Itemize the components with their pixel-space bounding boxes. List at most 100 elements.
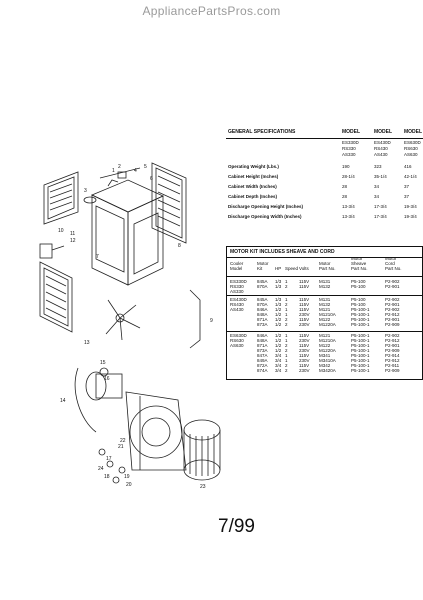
- motor-header-6-2: Part No.: [319, 266, 336, 271]
- motor-group-2-row-4-cell-4: 230V: [299, 312, 310, 317]
- motor-group-3-row-1-cell-4: 115V: [299, 333, 310, 338]
- motor-group-2-row-2-cell-2: 1/3: [275, 302, 282, 307]
- motor-group-1-row-2-cell-6: P5-100: [351, 284, 366, 289]
- motor-group-3-row-3-cell-1: 871A: [257, 343, 268, 348]
- motor-group-3-row-4-cell-3: 2: [285, 348, 288, 353]
- motor-group-3-row-2-cell-1: 848A: [257, 338, 268, 343]
- motor-group-3-row-1-cell-5: M121: [319, 333, 331, 338]
- motor-group-2-row-6-cell-4: 230V: [299, 322, 310, 327]
- spec-row-6-value-2: 17-3/4: [374, 214, 387, 219]
- motor-group-3-row-6-cell-2: 3/4: [275, 358, 282, 363]
- motor-header-8-2: Cord: [385, 261, 395, 266]
- callout-15: 15: [100, 360, 106, 366]
- motor-group-3-row-3-cell-6: P5-100-1: [351, 343, 370, 348]
- blower-fan: [105, 299, 141, 341]
- watermark: AppliancePartsPros.com: [142, 4, 281, 18]
- motor-group-2-row-3-cell-7: P2-902: [385, 307, 400, 312]
- motor-group-1-model-1: ES330D: [230, 279, 247, 284]
- motor-group-2-row-6-cell-5: M1220A: [319, 322, 336, 327]
- motor-group-1-row-2-cell-3: 2: [285, 284, 288, 289]
- water-pump: [39, 243, 65, 259]
- motor-group-2-row-2-cell-6: P5-100: [351, 302, 366, 307]
- motor-group-2-row-5-cell-4: 115V: [299, 317, 310, 322]
- spec-row-4-value-1: 28: [342, 194, 348, 199]
- callout-20: 20: [126, 482, 132, 488]
- spec-row-label-1: Operating Weight (Lbs.): [228, 164, 279, 169]
- callout-4: 4: [134, 168, 137, 174]
- motor-group-3-row-1-cell-2: 1/2: [275, 333, 282, 338]
- motor-group-3-row-1-cell-1: 846A: [257, 333, 268, 338]
- motor-group-3-row-7-cell-5: M342: [319, 363, 331, 368]
- motor-group-1-row-2-cell-4: 115V: [299, 284, 310, 289]
- motor-group-2-row-5-cell-7: P2-901: [385, 317, 400, 322]
- motor-group-3-model-3: AS630: [230, 343, 244, 348]
- motor-group-2-row-5-cell-3: 2: [285, 317, 288, 322]
- motor-group-1-row-1-cell-7: P2-902: [385, 279, 400, 284]
- motor-group-3-row-3-cell-5: M122: [319, 343, 331, 348]
- motor-group-separator: [227, 331, 422, 332]
- motor-header-3-1: HP: [275, 266, 282, 271]
- motor-group-3-row-5-cell-5: M341: [319, 353, 331, 358]
- motor-group-2-row-3-cell-5: M121: [319, 307, 331, 312]
- motor-group-1-row-1-cell-3: 1: [285, 279, 288, 284]
- motor-group-2-row-1-cell-1: 845A: [257, 297, 268, 302]
- spec-model-3-3: AS630: [404, 152, 418, 157]
- spec-row-1-value-2: 323: [374, 164, 382, 169]
- spec-row-1-value-1: 190: [342, 164, 350, 169]
- spec-row-label-6: Discharge Opening Width (Inches): [228, 214, 302, 219]
- motor-group-2-row-6-cell-3: 2: [285, 322, 288, 327]
- motor-group-2-row-4-cell-6: P5-100-1: [351, 312, 370, 317]
- motor-group-3-row-7-cell-7: P2-911: [385, 363, 400, 368]
- motor-group-3-row-8-cell-6: P5-100-1: [351, 368, 370, 373]
- motor-group-3-row-3-cell-4: 115V: [299, 343, 310, 348]
- motor-group-2-row-2-cell-3: 2: [285, 302, 288, 307]
- blower-housing: [125, 391, 187, 471]
- motor-group-3-row-4-cell-2: 1/2: [275, 348, 282, 353]
- motor-group-2-row-1-cell-6: P5-100: [351, 297, 366, 302]
- motor-group-1-model-2: RS330: [230, 284, 244, 289]
- motor-group-3-row-5-cell-2: 3/4: [275, 353, 282, 358]
- motor-group-2-model-1: ES430D: [230, 297, 247, 302]
- motor-group-2-model-3: AS430: [230, 307, 244, 312]
- motor-group-1-row-1-cell-6: P5-100: [351, 279, 366, 284]
- motor-group-1-row-1-cell-1: 845A: [257, 279, 268, 284]
- motor-group-2-row-6-cell-2: 1/2: [275, 322, 282, 327]
- motor-header-4-1: Speed: [285, 266, 299, 271]
- callout-13: 13: [84, 340, 90, 346]
- callout-17: 17: [106, 456, 112, 462]
- motor-header-rule: [227, 276, 422, 277]
- spec-model-header-3: MODEL: [404, 129, 423, 135]
- motor-group-3-row-5-cell-1: 847A: [257, 353, 268, 358]
- motor-group-3-row-5-cell-7: P2-914: [385, 353, 400, 358]
- motor-kit-title: MOTOR KIT INCLUDES SHEAVE AND CORD: [230, 249, 335, 255]
- motor-group-1-row-2-cell-1: 870A: [257, 284, 268, 289]
- motor-group-2-row-1-cell-3: 1: [285, 297, 288, 302]
- motor-group-2-row-2-cell-7: P2-901: [385, 302, 400, 307]
- motor-group-1-row-2-cell-2: 1/3: [275, 284, 282, 289]
- motor-header-7-2: Sheave: [351, 261, 367, 266]
- callout-9: 9: [210, 318, 213, 324]
- callout-24: 24: [98, 466, 104, 472]
- spec-model-2-1: ES430D: [374, 140, 391, 145]
- motor-group-3-row-8-cell-3: 2: [285, 368, 288, 373]
- motor-group-3-row-4-cell-5: M1220A: [319, 348, 336, 353]
- motor-group-3-row-1-cell-7: P2-902: [385, 333, 400, 338]
- spec-row-6-value-1: 13-3/4: [342, 214, 355, 219]
- motor-group-3-row-3-cell-2: 1/2: [275, 343, 282, 348]
- motor-group-3-row-7-cell-1: 872A: [257, 363, 268, 368]
- motor-group-3-row-2-cell-5: M1210A: [319, 338, 336, 343]
- motor-header-2-1: Motor: [257, 261, 269, 266]
- spec-model-2-2: RS430: [374, 146, 388, 151]
- spec-model-1-1: ES330D: [342, 140, 359, 145]
- motor-group-1-row-2-cell-7: P2-901: [385, 284, 400, 289]
- motor-group-3-row-4-cell-4: 230V: [299, 348, 310, 353]
- callout-11: 11: [70, 231, 75, 237]
- page-number: 7/99: [218, 516, 255, 537]
- callout-3: 3: [84, 188, 87, 194]
- motor-group-3-row-2-cell-7: P2-912: [385, 338, 400, 343]
- callout-23: 23: [200, 484, 206, 490]
- spec-row-3-value-2: 34: [374, 184, 380, 189]
- motor-group-2-row-4-cell-1: 848A: [257, 312, 268, 317]
- motor-group-2-row-4-cell-3: 1: [285, 312, 288, 317]
- motor-group-2-row-3-cell-1: 846A: [257, 307, 268, 312]
